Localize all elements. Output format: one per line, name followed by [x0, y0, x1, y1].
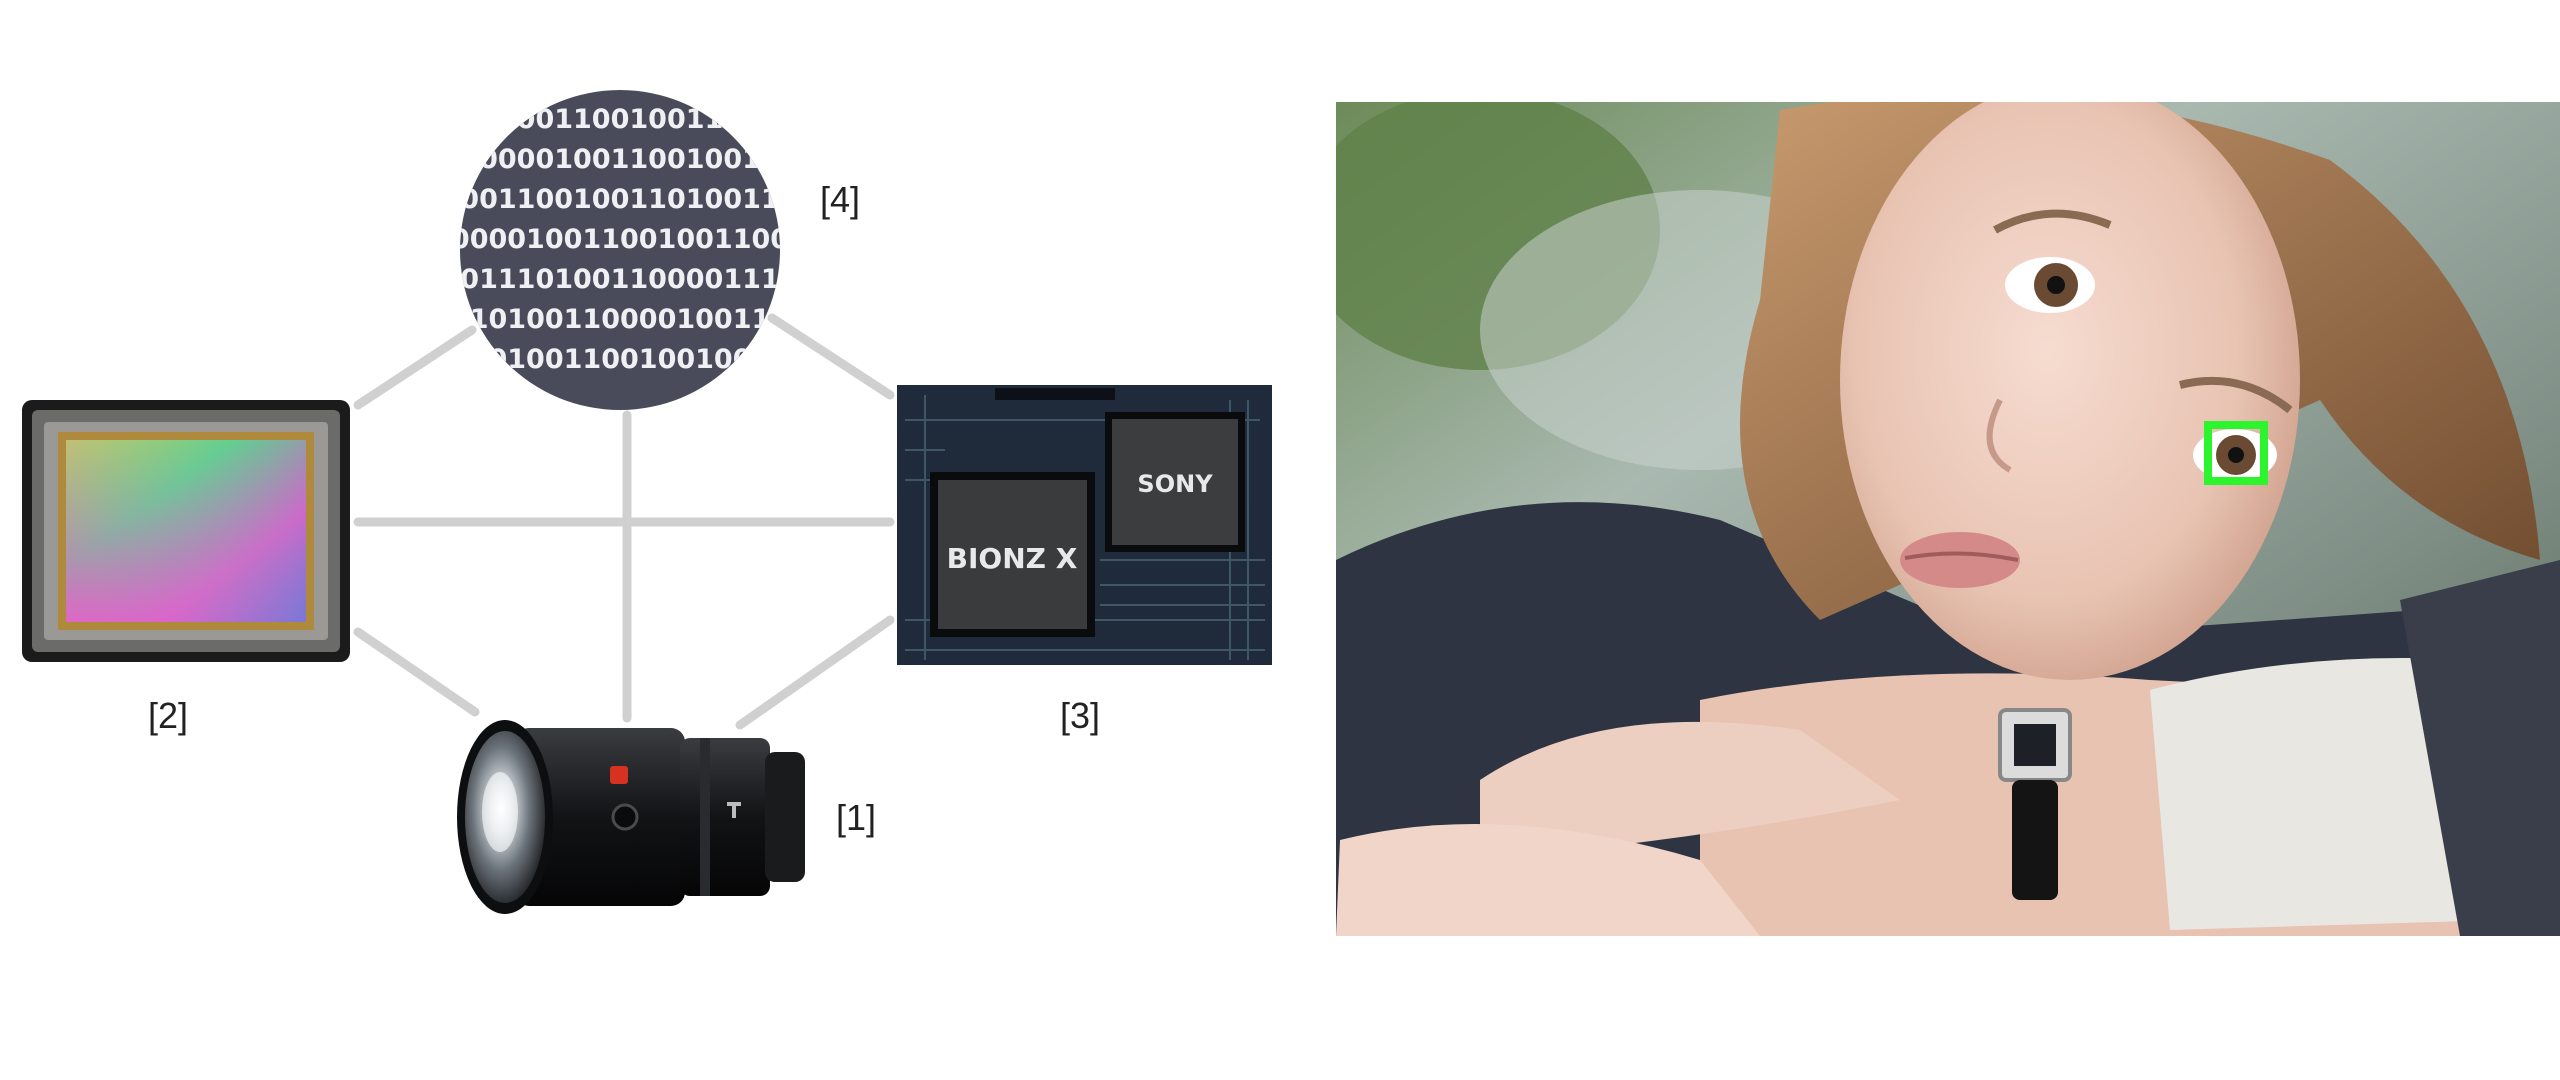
- processor-chip-icon: BIONZ X SONY: [897, 385, 1272, 665]
- chip-main-logo: BIONZ X: [947, 542, 1078, 575]
- binary-data-text: 1001100100110 00000100110010010 10011001…: [442, 104, 799, 375]
- binary-line-5: 0011101001100001110: [442, 264, 799, 295]
- image-sensor-icon: [22, 400, 350, 662]
- connector-sensor-data: [353, 325, 477, 410]
- label-processor: [3]: [1060, 695, 1100, 736]
- binary-line-3: 1001100100110100110: [442, 184, 799, 215]
- binary-line-7: 01001100100100: [488, 344, 751, 375]
- portrait-photo: [1336, 102, 2560, 936]
- binary-line-6: 1010011000010011: [470, 304, 771, 335]
- connector-data-processor: [767, 313, 895, 400]
- binary-line-4: 000010011001001100: [451, 224, 789, 255]
- label-sensor: [2]: [148, 695, 188, 736]
- label-lens: [1]: [836, 797, 876, 838]
- camera-lens-icon: [457, 720, 805, 914]
- connector-lines: [353, 313, 895, 730]
- binary-line-2: 00000100110010010: [460, 144, 779, 175]
- connector-sensor-lens: [353, 627, 480, 717]
- label-data: [4]: [820, 179, 860, 220]
- binary-line-1: 1001100100110: [498, 104, 742, 135]
- binary-data-icon: 1001100100110 00000100110010010 10011001…: [442, 90, 799, 410]
- connector-processor-lens: [735, 615, 895, 730]
- eye-af-box-icon: [2204, 421, 2268, 485]
- chip-secondary-logo: SONY: [1137, 470, 1213, 498]
